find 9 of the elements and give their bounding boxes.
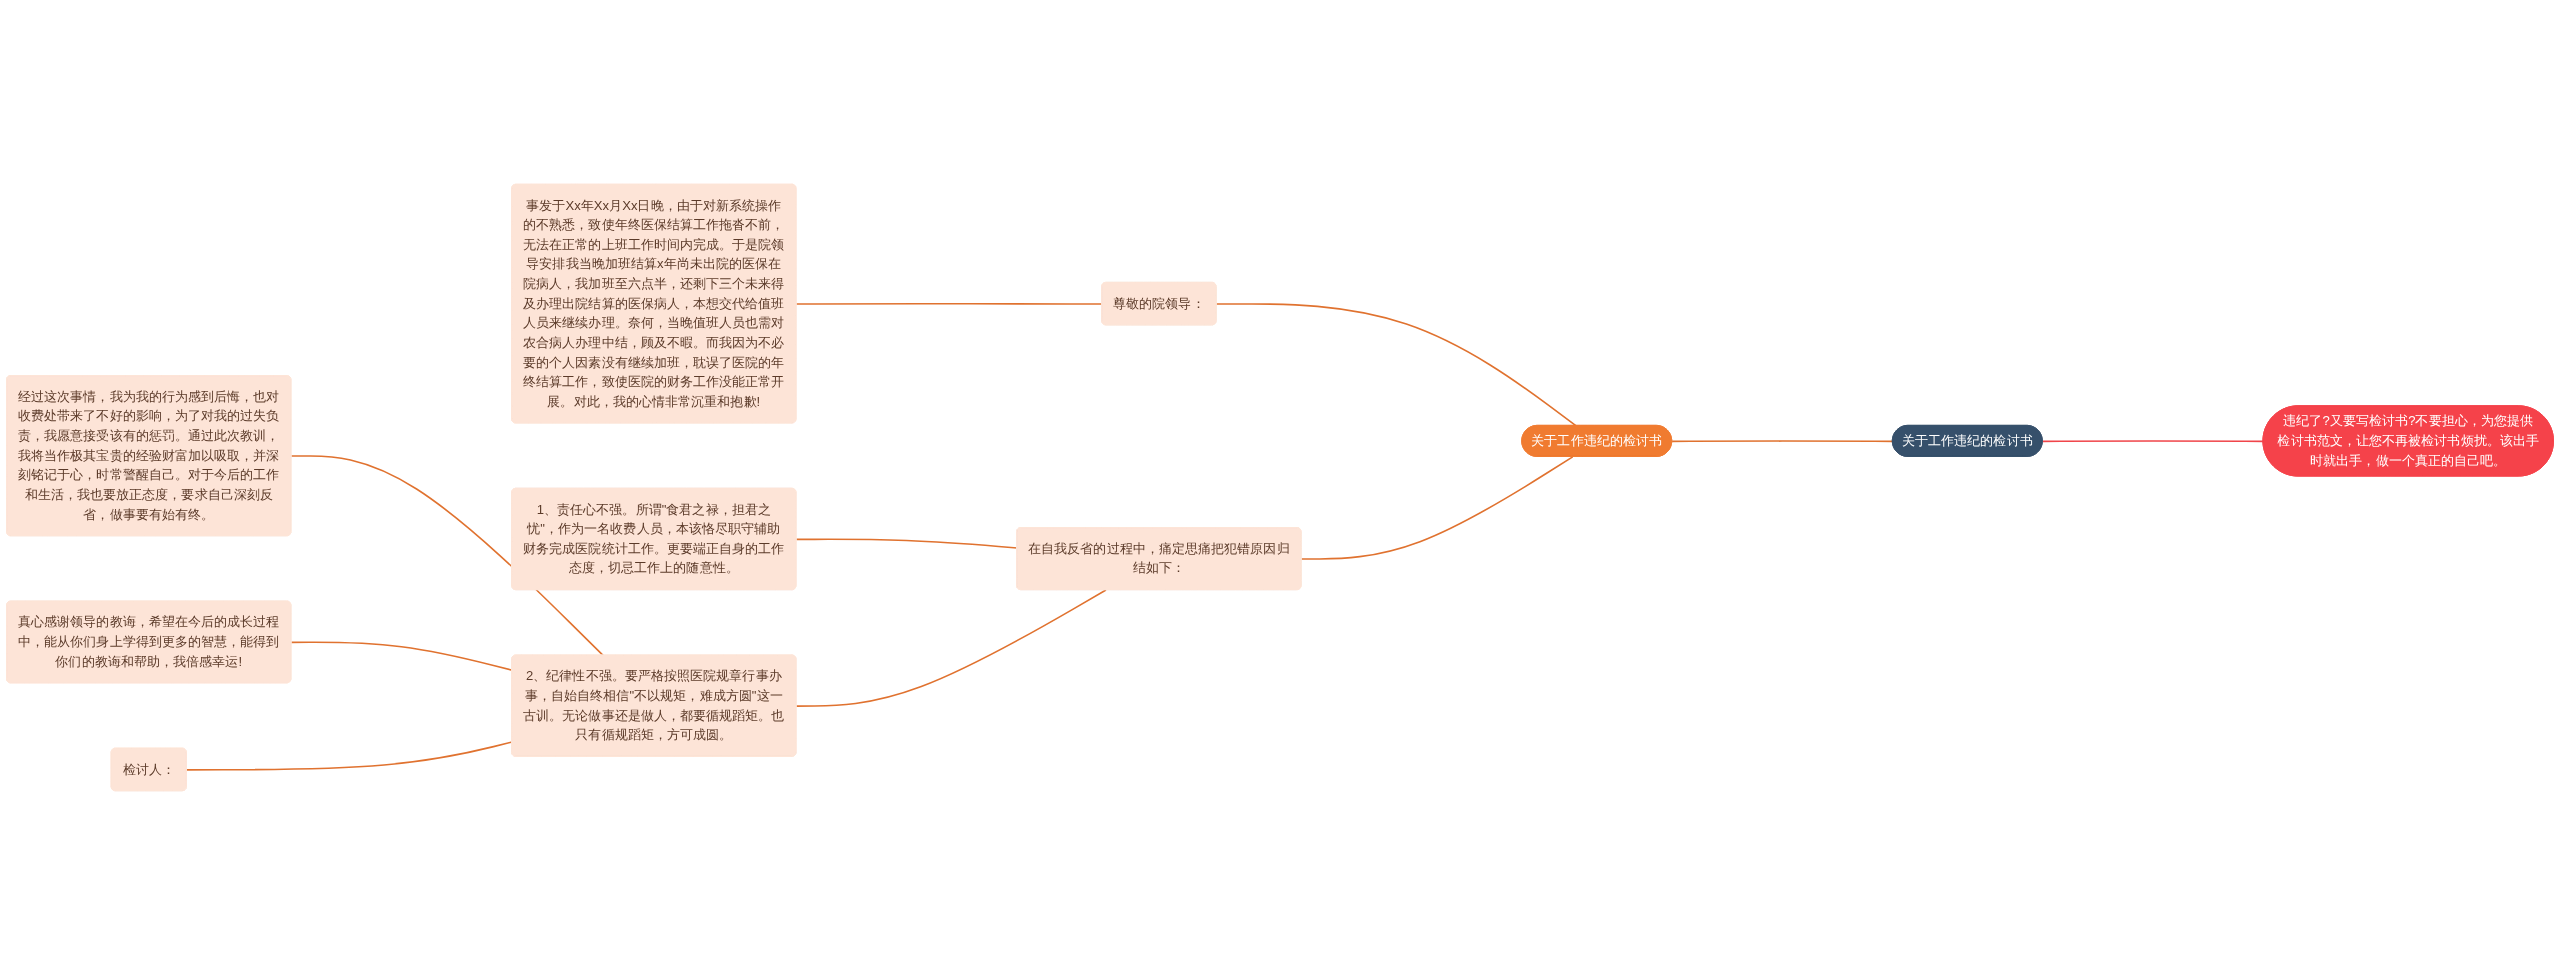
connector [290, 641, 513, 672]
connector [185, 741, 513, 771]
connector [795, 538, 1018, 549]
connector [290, 455, 604, 657]
connector [1671, 440, 1894, 443]
connector [1300, 456, 1574, 560]
connector [1215, 303, 1577, 427]
connector [795, 589, 1107, 707]
connector [795, 302, 1103, 305]
